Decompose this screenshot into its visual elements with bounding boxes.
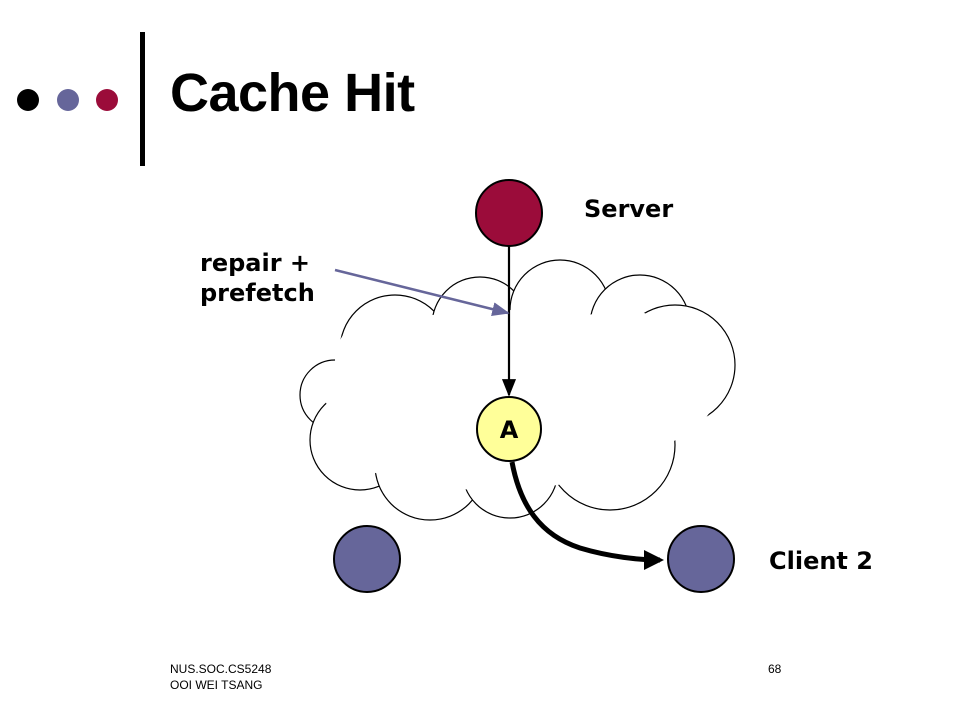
annotation-line1: repair + [200,249,311,277]
server-node [475,179,543,247]
title-divider [140,32,145,166]
node-a-label: A [500,416,519,444]
decor-dot-black [17,89,39,111]
client-1-node [333,525,401,593]
a-to-client2-edge [509,461,664,570]
client-2-node [667,525,735,593]
decor-dot-purple [57,89,79,111]
footer-course-info: NUS.SOC.CS5248 OOI WEI TSANG [170,661,271,693]
decor-dot-red [96,89,118,111]
node-a [476,396,542,462]
page-number: 68 [768,662,782,676]
server-label: Server [584,195,674,223]
slide-title: Cache Hit [170,63,415,123]
footer-course: NUS.SOC.CS5248 [170,662,272,676]
repair-prefetch-arrow [334,268,510,316]
client2-label: Client 2 [769,547,873,575]
annotation-line2: prefetch [200,279,315,307]
footer-author: OOI WEI TSANG [170,678,263,693]
repair-prefetch-label: repair + prefetch [200,248,315,308]
